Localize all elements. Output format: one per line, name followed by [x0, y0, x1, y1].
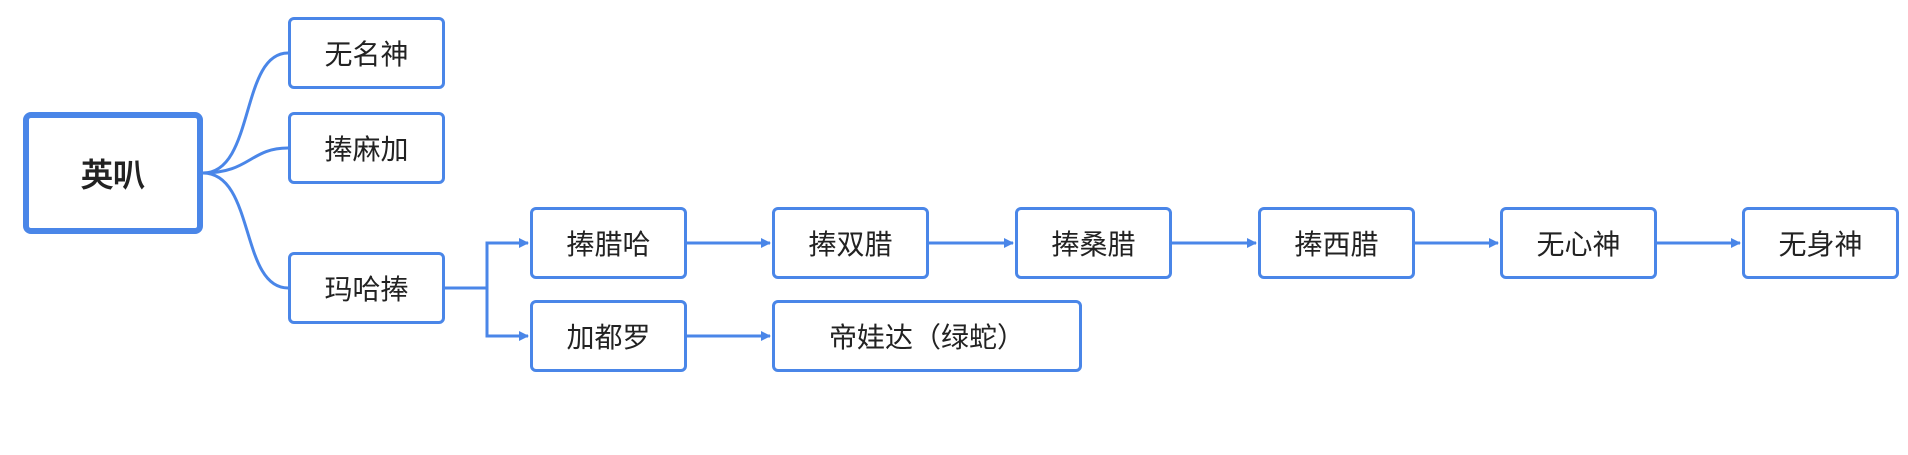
- node-mahabang-label: 玛哈捧: [324, 273, 409, 306]
- node-bangshuangla-label: 捧双腊: [808, 228, 893, 261]
- root-node: 英叭: [23, 112, 203, 234]
- node-bangqiha-label: 捧腊哈: [566, 228, 651, 261]
- connector-mahabang-to-bangqiha: [445, 238, 529, 290]
- node-mahabang: 玛哈捧: [288, 252, 445, 324]
- node-diwada-label: 帝娃达（绿蛇）: [828, 321, 1025, 354]
- node-bangshuangla: 捧双腊: [772, 207, 929, 279]
- node-bangmajia: 捧麻加: [288, 112, 445, 184]
- node-wuxinshen-label: 无心神: [1536, 228, 1621, 261]
- node-bangqiha: 捧腊哈: [530, 207, 687, 279]
- node-bangxila-label: 捧西腊: [1294, 228, 1379, 261]
- node-wushenshen: 无身神: [1742, 207, 1899, 279]
- connector-mahabang-to-jiaduluo: [485, 288, 529, 341]
- connector-root-to-mahabang: [202, 171, 289, 290]
- connector-root-to-wumingshen: [202, 51, 289, 175]
- root-node-label: 英叭: [80, 156, 145, 194]
- connector-root-to-bangmajia: [202, 146, 289, 175]
- node-wushenshen-label: 无身神: [1778, 228, 1863, 261]
- node-bangsangla: 捧桑腊: [1015, 207, 1172, 279]
- node-diwada: 帝娃达（绿蛇）: [772, 300, 1082, 372]
- node-jiaduluo: 加都罗: [530, 300, 687, 372]
- node-wumingshen: 无名神: [288, 17, 445, 89]
- node-bangmajia-label: 捧麻加: [324, 133, 409, 166]
- node-bangsangla-label: 捧桑腊: [1051, 228, 1136, 261]
- node-jiaduluo-label: 加都罗: [566, 321, 651, 354]
- node-wuxinshen: 无心神: [1500, 207, 1657, 279]
- node-wumingshen-label: 无名神: [324, 38, 409, 71]
- node-bangxila: 捧西腊: [1258, 207, 1415, 279]
